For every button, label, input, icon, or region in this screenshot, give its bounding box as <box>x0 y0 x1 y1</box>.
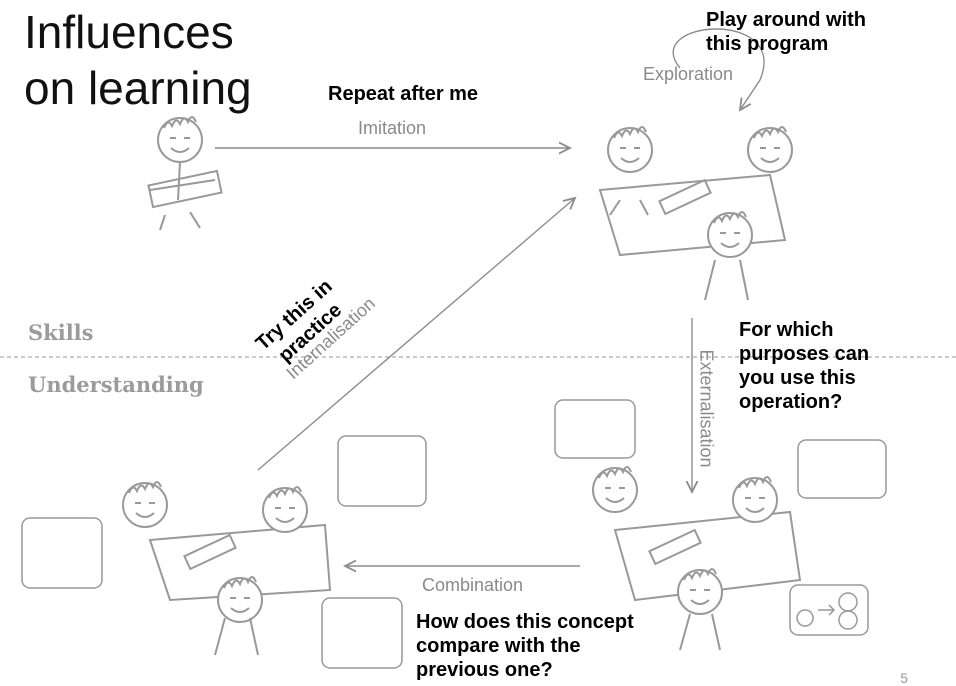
understanding-level-label: Understanding <box>28 372 204 397</box>
skills-level-label: Skills <box>28 320 94 345</box>
combination-quote-line: compare with the <box>416 635 581 657</box>
exploration-arrow <box>672 28 765 110</box>
single-learner-figure <box>147 116 223 231</box>
internalisation-arrow <box>257 198 575 471</box>
externalisation-label: Externalisation <box>696 349 717 468</box>
imitation-label: Imitation <box>358 118 427 138</box>
externalisation-quote-line: you use this <box>739 367 856 389</box>
title-line-1: Influences <box>24 6 234 58</box>
exploration-group-figure <box>598 126 793 301</box>
externalisation-quote: For which purposes can you use this oper… <box>739 318 869 414</box>
page-title: Influences on learning <box>24 4 252 116</box>
externalisation-quote-line: purposes can <box>739 343 870 365</box>
exploration-quote: Play around with this program <box>706 8 866 56</box>
combination-quote: How does this concept compare with the p… <box>416 610 634 682</box>
externalisation-group-figure <box>592 466 802 651</box>
exploration-label: Exploration <box>643 64 734 84</box>
exploration-quote-line: Play around with <box>706 9 867 31</box>
page-number: 5 <box>900 670 908 686</box>
combination-label: Combination <box>422 575 524 595</box>
combination-quote-line: previous one? <box>416 659 553 681</box>
exploration-quote-line: this program <box>706 33 829 55</box>
combination-group-figure <box>122 481 332 656</box>
externalisation-quote-line: operation? <box>739 391 843 413</box>
externalisation-quote-line: For which <box>739 319 834 341</box>
imitation-quote: Repeat after me <box>328 83 479 105</box>
combination-quote-line: How does this concept <box>416 611 634 633</box>
title-line-2: on learning <box>24 62 252 114</box>
speech-bubbles <box>21 399 887 669</box>
